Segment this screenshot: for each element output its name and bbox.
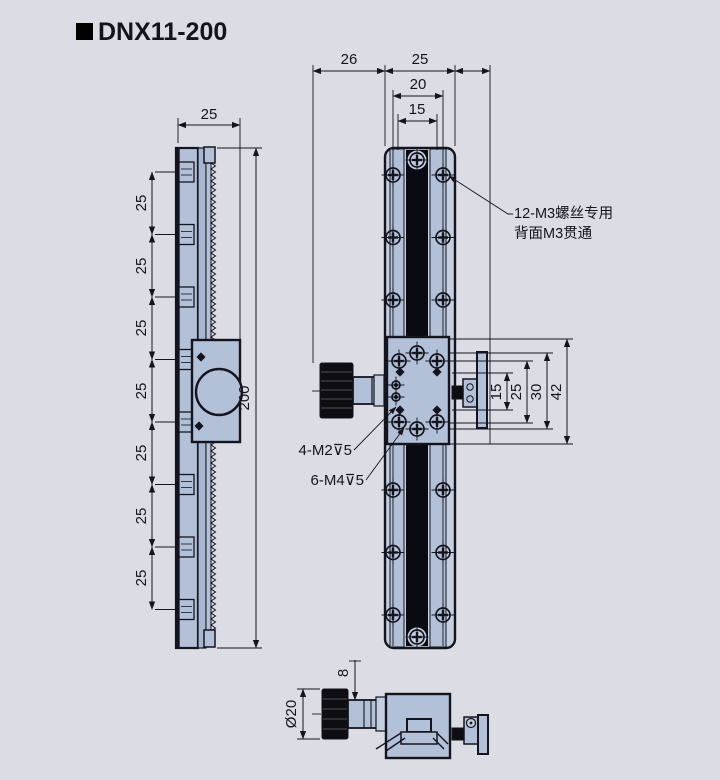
screw-hole	[387, 388, 405, 406]
screw-hole	[405, 148, 429, 172]
bottom-body	[384, 692, 452, 760]
screw-hole	[431, 603, 455, 627]
label-m2: 4-M2⊽5	[299, 442, 353, 459]
rack-end-cap-top	[203, 146, 216, 164]
clamp-bracket	[462, 378, 479, 408]
knob-knurl	[323, 698, 347, 730]
screw-hole	[405, 417, 429, 441]
rack-end-cap-bottom	[203, 629, 216, 648]
dovetail-base	[400, 731, 438, 745]
knob-knurl	[321, 371, 352, 409]
dim-30-side: 30	[528, 384, 545, 401]
pitch-dimension-chain	[148, 171, 179, 610]
pin-marker	[395, 405, 405, 415]
front-view: 26 25 20 15 12-M3螺丝专用 背面M3贯通 4-M2⊽5 6-M4…	[299, 51, 613, 650]
screw-hole	[431, 541, 455, 564]
screw-hole	[381, 163, 405, 187]
clamp-bar	[476, 351, 488, 429]
mount-boss	[178, 223, 195, 246]
screw-hole	[431, 226, 455, 249]
bottom-clamp-bar	[477, 714, 489, 755]
clamp-screw	[451, 385, 464, 400]
dim-pitch: 25	[133, 258, 150, 275]
note-screws-line1: 12-M3螺丝专用	[514, 205, 613, 222]
screw-hole	[381, 603, 405, 627]
dim-15-side: 15	[488, 384, 505, 401]
label-m4: 6-M4⊽5	[311, 472, 365, 489]
title-marker	[76, 23, 93, 40]
mount-boss	[178, 598, 195, 621]
mount-bosses	[178, 161, 195, 621]
mount-boss	[178, 473, 195, 496]
dim-25-side: 25	[508, 384, 525, 401]
dim-pitch: 25	[133, 383, 150, 400]
mount-boss	[178, 161, 195, 183]
screw-hole	[381, 541, 405, 564]
dim-pitch: 25	[133, 195, 150, 212]
pin-marker	[432, 367, 442, 377]
shaft-collar	[373, 374, 385, 407]
dim-pitch: 25	[133, 445, 150, 462]
dim-pitch: 25	[133, 320, 150, 337]
dim-26: 26	[341, 51, 358, 68]
dim-total-length: 200	[236, 385, 253, 410]
dim-pitch: 25	[133, 570, 150, 587]
mount-boss	[178, 286, 195, 308]
dim-15-top: 15	[409, 101, 426, 118]
carriage-screw-holes	[387, 341, 449, 441]
page-title: DNX11-200	[98, 18, 227, 46]
dim-side-width: 25	[201, 106, 218, 123]
screw-hole	[381, 478, 405, 502]
screw-hole	[381, 288, 405, 312]
bottom-knob	[321, 688, 349, 740]
screw-hole	[387, 376, 405, 394]
dim-knob-diameter: Ø20	[283, 700, 300, 728]
note-screws-line2: 背面M3贯通	[514, 225, 593, 242]
bottom-shaft-collar	[375, 696, 387, 732]
pin-marker	[194, 421, 204, 431]
dim-42-side: 42	[548, 384, 565, 401]
dovetail-wings	[375, 732, 449, 752]
screw-hole	[405, 341, 429, 365]
bottom-view: Ø20 8	[283, 660, 489, 760]
pin-marker	[196, 352, 206, 362]
side-view: 25 25 25 25 25 25 25 25 200	[133, 106, 262, 650]
screw-hole	[381, 226, 405, 249]
pin-marker	[395, 367, 405, 377]
side-knob-end	[194, 367, 244, 417]
screw-hole	[431, 288, 455, 312]
dim-25: 25	[412, 51, 429, 68]
mount-boss	[178, 536, 195, 558]
dim-shaft: 8	[335, 669, 352, 677]
bottom-clamp-screw	[451, 727, 465, 741]
pin-marker	[432, 405, 442, 415]
dovetail-tab	[406, 718, 432, 733]
title-block: DNX11-200	[76, 18, 227, 46]
screw-hole	[431, 478, 455, 502]
dim-20: 20	[410, 76, 427, 93]
screw-hole	[431, 163, 455, 187]
dim-pitch: 25	[133, 508, 150, 525]
screw-hole	[405, 625, 429, 649]
